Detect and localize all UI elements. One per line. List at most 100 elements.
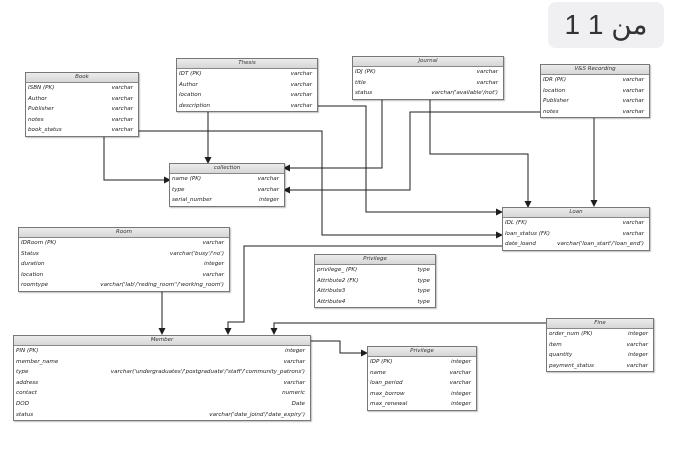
field-type: integer [627,331,648,337]
field-row: IDP (PK)integer [368,357,476,368]
field-row: notes varchar [541,107,649,118]
field-type: varchar [290,92,312,99]
field-name: IDR (PK) [543,77,567,83]
field-type: varchar [622,108,644,115]
field-type: type [417,298,431,305]
field-row: name (PK) varchar [170,174,284,185]
link-thesis-loan [318,105,503,216]
field-name: Publisher [543,98,569,105]
field-name: loan_period [370,380,403,387]
field-type: varchar [202,271,224,278]
field-type: varchar [626,362,648,369]
field-type: varchar [449,369,471,376]
field-type: varchar [257,176,279,182]
field-type: integer [450,401,471,408]
field-name: Publisher [28,106,54,113]
link-vs-collection [283,111,541,194]
field-name: PIN (PK) [16,348,39,354]
field-type: varchar [111,116,133,123]
link-fine-member [270,322,546,335]
field-name: name [370,369,386,376]
field-type: integer [450,390,471,397]
entity-title: Book [26,73,138,83]
field-name: contact [16,390,37,397]
field-type: integer [627,352,648,359]
field-row: Attribute2 (FK)type [315,276,435,287]
field-type: varchar [622,77,644,83]
field-name: notes [28,116,44,123]
field-type: varchar [622,230,644,237]
field-type: varchar [290,102,312,109]
field-type: varchar('available'/not') [431,90,498,97]
field-name: privilege_ (PK) [317,267,358,273]
field-type: integer [258,197,279,204]
field-name: location [21,271,44,278]
field-row: IDL (FK) varchar [503,218,649,229]
field-row: order_num (PK)integer [547,329,653,340]
field-row: loan_status (FK) varchar [503,229,649,240]
field-name: serial_number [172,197,212,204]
field-row: Author varchar [177,80,317,91]
link-journal-collection [283,98,383,172]
field-name: max_borrow [370,390,405,397]
field-name: location [543,87,566,94]
page-count-badge: 1 من 1 [548,2,664,48]
field-type: varchar [622,220,644,226]
field-name: ISBN (PK) [28,85,55,91]
entity-privilege-template: Privilege privilege_ (PK)type Attribute2… [314,254,436,309]
field-type: numeric [282,390,305,397]
field-name: Author [179,81,198,88]
field-name: notes [543,108,559,115]
field-name: status [355,90,373,97]
field-type: varchar [290,81,312,88]
field-name: IDL (FK) [505,220,528,226]
field-type: varchar [449,380,471,387]
field-type: varchar [476,79,498,86]
field-name: max_renewal [370,401,408,408]
link-loan-member [224,245,502,335]
field-row: privilege_ (PK) type [315,265,435,276]
field-name: name (PK) [172,176,202,182]
field-name: roomtype [21,282,49,289]
field-row: PIN (PK)integer [14,346,310,357]
link-book-collection [103,137,171,184]
field-row: description varchar [177,101,317,112]
field-row: loan_period varchar [368,378,476,389]
entity-title: Journal [353,57,503,67]
field-row: title varchar [353,78,503,89]
entity-title: Thesis [177,59,317,69]
entity-loan: Loan IDL (FK)varchar loan_status (FK)var… [502,207,650,251]
field-name: description [179,102,211,109]
entity-title: Privilege [368,347,476,357]
field-type: integer [203,261,224,268]
field-row: status varchar('available'/not') [353,88,503,99]
entity-title: Member [14,336,310,346]
field-name: title [355,79,366,86]
field-name: loan_status (FK) [505,230,550,237]
field-type: varchar('date_joind'/'date_expiry') [209,411,305,418]
field-row: name varchar [368,368,476,379]
field-type: varchar [283,358,305,365]
field-type: varchar [202,240,224,246]
field-type: varchar [111,127,133,134]
field-row: IDT (PK)varchar [177,69,317,80]
field-type: type [417,288,431,295]
field-name: IDP (PK) [370,359,393,365]
field-type: type [417,267,431,273]
